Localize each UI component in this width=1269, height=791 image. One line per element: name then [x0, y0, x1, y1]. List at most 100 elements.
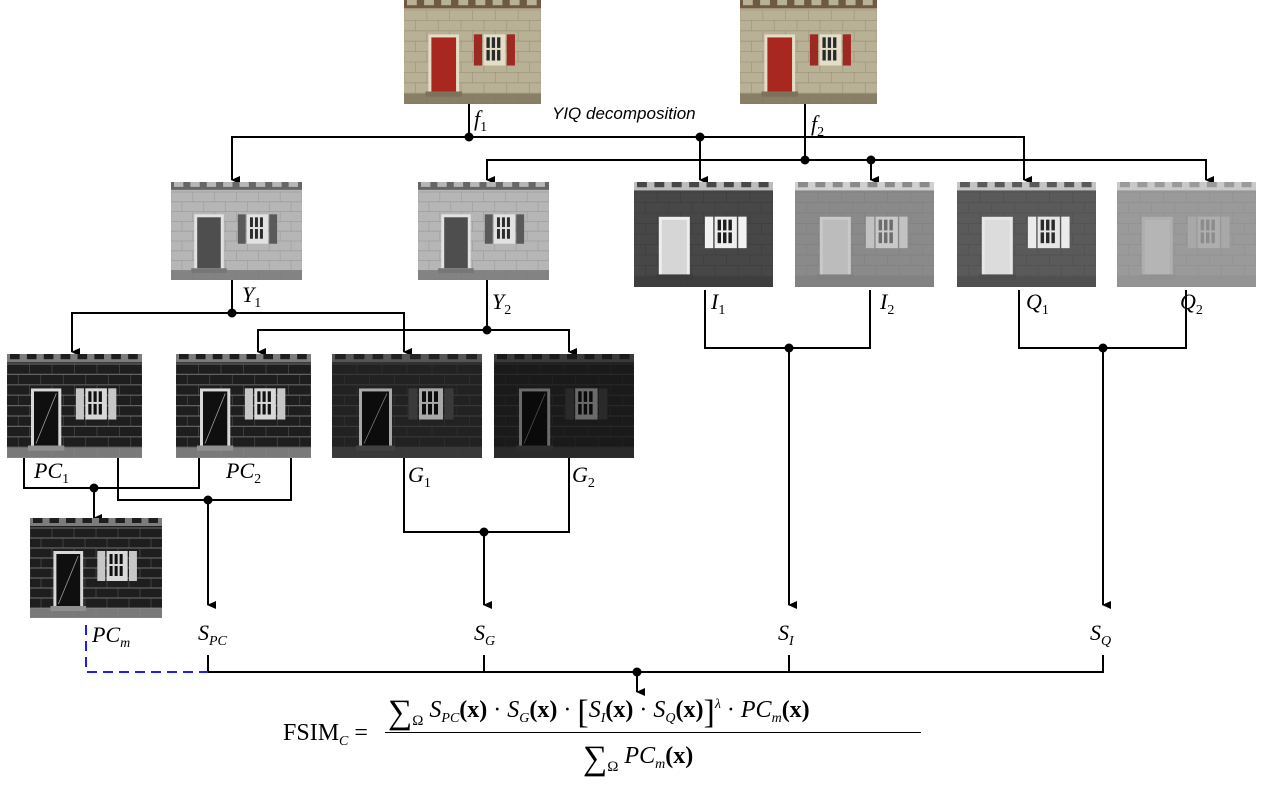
shutter-left: [97, 551, 106, 581]
door-edge: [35, 393, 57, 444]
window-pane: [259, 229, 263, 239]
band-block: [33, 518, 43, 523]
band-block: [497, 354, 507, 360]
top-band: [494, 354, 634, 363]
band-block: [828, 0, 839, 6]
band-block: [428, 354, 440, 360]
band-block: [410, 354, 421, 360]
wire-y2-to-g2: [487, 329, 577, 356]
top-band: [332, 354, 482, 363]
band-block: [602, 354, 612, 360]
window-pane: [717, 219, 722, 231]
window-pane: [833, 37, 837, 48]
door: [822, 219, 848, 275]
window-pane: [717, 232, 722, 244]
ground: [795, 276, 934, 287]
band-block: [1172, 182, 1183, 188]
wire-f1-to-y1: [231, 104, 470, 184]
window-pane: [254, 229, 258, 239]
label-f1: f1: [474, 106, 488, 135]
band-block: [798, 182, 808, 188]
window-pane: [583, 391, 588, 402]
fraction-bar: [385, 732, 921, 733]
band-block: [919, 182, 930, 188]
door-edge: [523, 393, 546, 444]
band-block: [794, 0, 805, 6]
shutter-right: [899, 216, 908, 249]
door: [984, 219, 1010, 275]
band-block: [502, 182, 513, 187]
band-block: [535, 182, 545, 187]
junction-dot: [1098, 343, 1108, 353]
band-block: [1224, 182, 1235, 188]
band-block: [128, 354, 138, 360]
facade-drawing: [1117, 182, 1256, 287]
band-block: [486, 182, 496, 187]
band-block: [832, 182, 843, 188]
window-pane: [249, 229, 253, 239]
band-block: [458, 0, 469, 6]
band-block: [862, 0, 873, 6]
band-block: [424, 0, 434, 6]
junction-dot: [464, 132, 474, 142]
band-block: [115, 518, 125, 523]
band-block: [1029, 182, 1040, 188]
band-block: [179, 354, 189, 360]
band-block: [532, 354, 542, 360]
shutter-left: [1187, 216, 1197, 249]
window-pane: [1040, 232, 1045, 244]
band-block: [777, 0, 788, 6]
band-block: [1064, 182, 1075, 188]
band-block: [255, 182, 266, 187]
shutter-left: [565, 388, 574, 420]
band-block: [26, 354, 37, 360]
band-block: [475, 0, 486, 6]
band-block: [960, 182, 970, 188]
shutter-right: [277, 388, 286, 420]
ground: [1117, 276, 1256, 287]
image-g2: [494, 354, 634, 458]
window-pane: [1046, 232, 1050, 244]
band-block: [549, 354, 560, 360]
shutter-left: [865, 216, 875, 249]
band-block: [190, 182, 200, 187]
window-pane: [1040, 219, 1045, 231]
window-pane: [114, 566, 118, 576]
window-pane: [109, 554, 113, 564]
image-y2: [418, 182, 549, 280]
ground: [332, 447, 482, 458]
band-block: [212, 354, 223, 360]
band-block: [441, 0, 452, 6]
door: [661, 219, 687, 275]
top-band: [1117, 182, 1256, 191]
band-block: [977, 182, 988, 188]
facade-drawing: [494, 354, 634, 458]
image-y1: [171, 182, 302, 280]
window-pane: [723, 219, 727, 231]
band-block: [1012, 182, 1023, 188]
band-block: [519, 182, 529, 187]
top-band: [404, 0, 541, 9]
shutter-left: [237, 214, 246, 244]
label-q1: Q1: [1026, 289, 1049, 318]
window-pane: [1206, 232, 1210, 244]
facade-drawing: [332, 354, 482, 458]
band-block: [1189, 182, 1200, 188]
window-pane: [259, 217, 263, 228]
wire-i-pair: [704, 290, 871, 349]
ground: [404, 93, 541, 104]
shutter-right: [516, 214, 525, 244]
wire-pcm-dashed: [85, 625, 208, 673]
shutter-left: [704, 216, 714, 249]
window-pane: [119, 554, 123, 564]
facade-drawing: [957, 182, 1096, 287]
junction-dot: [866, 155, 876, 165]
wire-y1-to-g1: [232, 312, 412, 356]
band-block: [297, 354, 307, 360]
door: [444, 217, 468, 269]
facade-drawing: [404, 0, 541, 104]
window-pane: [249, 217, 253, 228]
band-block: [1137, 182, 1148, 188]
window-pane: [88, 403, 92, 415]
label-g1: G1: [408, 462, 431, 491]
